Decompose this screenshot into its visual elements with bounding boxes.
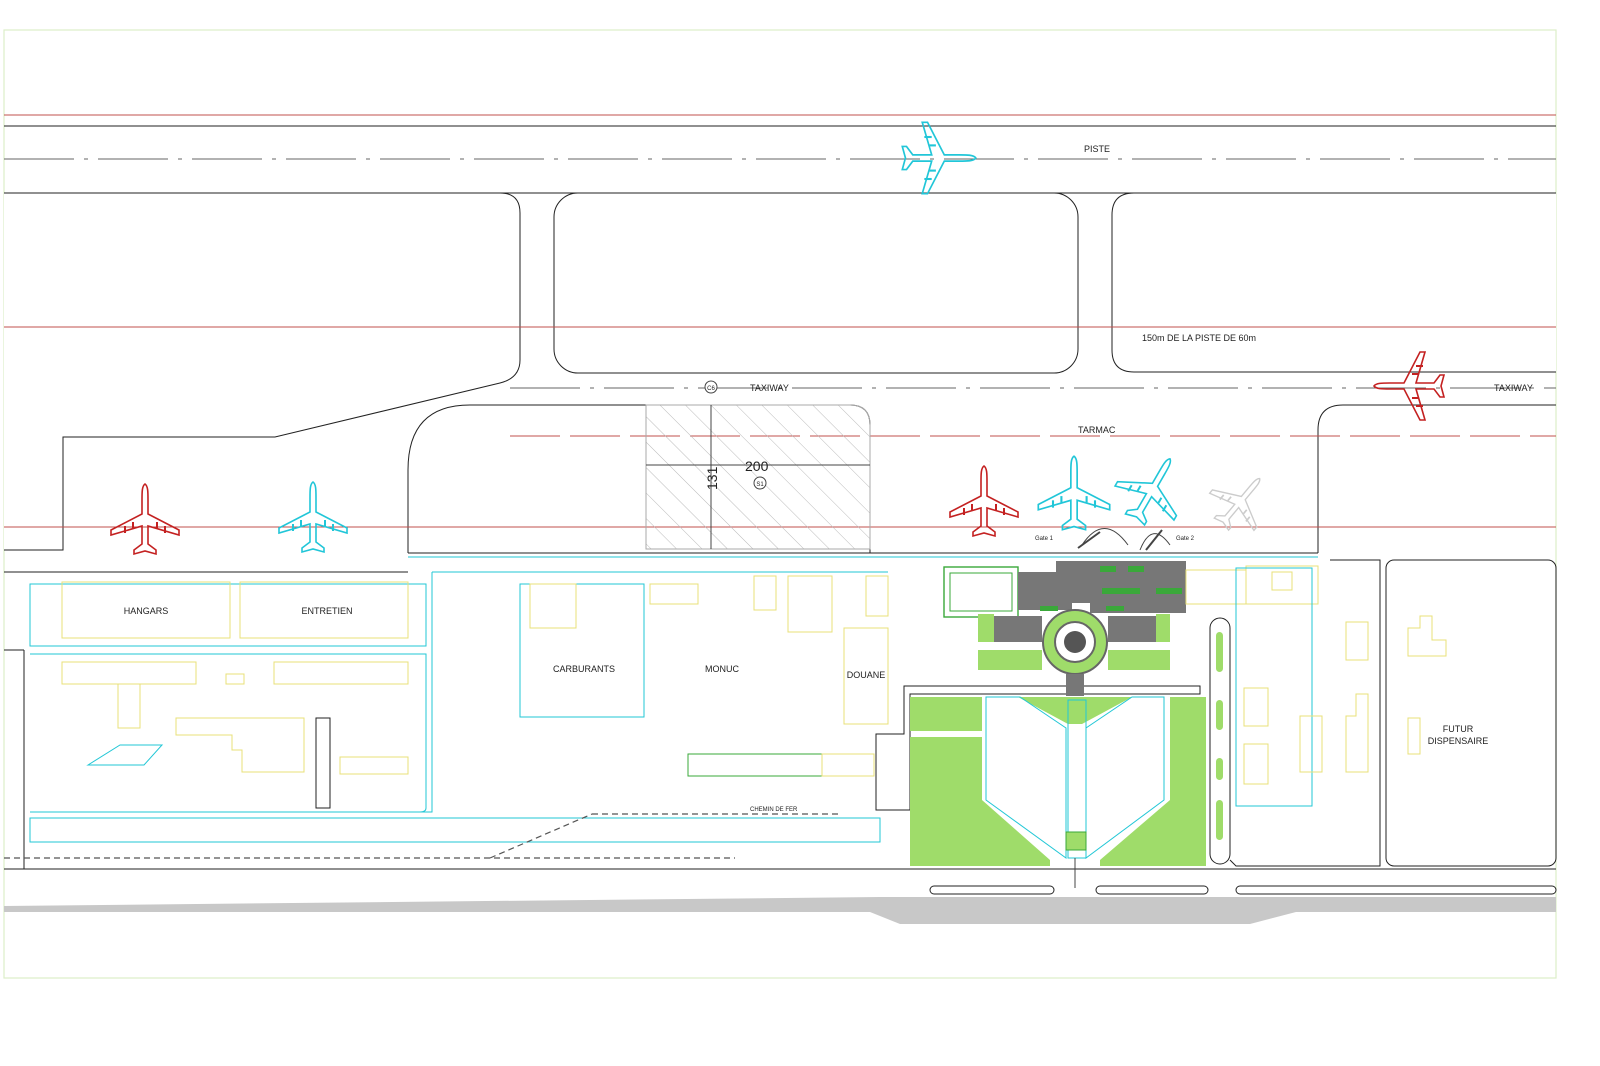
douane-building bbox=[843, 627, 889, 725]
aircraft-stand-ghost bbox=[1198, 459, 1283, 544]
forecourt-kiosk bbox=[1065, 831, 1087, 851]
runway-label: PISTE bbox=[1084, 144, 1110, 154]
aircraft-stand-red bbox=[949, 465, 1019, 537]
runway bbox=[4, 114, 1556, 194]
hangar-zone: HANGARS ENTRETIEN CHEMIN DE FER bbox=[4, 581, 881, 859]
dispensaire-label: DISPENSAIRE bbox=[1428, 736, 1489, 746]
aircraft-hangar-cyan bbox=[278, 481, 348, 553]
zone-marker-s1: S1 bbox=[756, 482, 764, 488]
dimension-131: 131 bbox=[704, 466, 720, 490]
carburants-building bbox=[519, 583, 645, 718]
aircraft-stand-cyan-2 bbox=[1104, 440, 1201, 538]
dimension-200: 200 bbox=[745, 458, 769, 474]
taxiway-marker-label: C6 bbox=[707, 386, 715, 392]
expansion-zone: 200 131 S1 bbox=[645, 404, 871, 550]
piste-offset-note: 150m DE LA PISTE DE 60m bbox=[1142, 333, 1256, 343]
aircraft-on-runway bbox=[901, 121, 977, 195]
aircraft-hangar-red bbox=[110, 483, 180, 555]
service-zone: CARBURANTS MONUC DOUANE bbox=[420, 571, 1201, 813]
futur-dispensaire-site bbox=[1385, 559, 1557, 867]
gate-2-label: Gate 2 bbox=[1176, 536, 1195, 542]
railway-label: CHEMIN DE FER bbox=[750, 807, 798, 813]
futur-label: FUTUR bbox=[1443, 724, 1474, 734]
monuc-label: MONUC bbox=[705, 664, 739, 674]
douane-label: DOUANE bbox=[847, 670, 886, 680]
hangars-label: HANGARS bbox=[124, 606, 169, 616]
carburants-label: CARBURANTS bbox=[553, 664, 615, 674]
entretien-label: ENTRETIEN bbox=[301, 606, 352, 616]
terminal-building: Gate 1 Gate 2 bbox=[943, 528, 1319, 696]
gate-1-label: Gate 1 bbox=[1035, 536, 1054, 542]
aircraft-stand-cyan-1 bbox=[1037, 455, 1111, 531]
taxiway-label: TAXIWAY bbox=[750, 383, 789, 393]
landside-outline bbox=[4, 571, 1556, 870]
entretien-building bbox=[239, 581, 409, 639]
taxiway-label-right: TAXIWAY bbox=[1494, 383, 1533, 393]
dispensary-zone: FUTUR DISPENSAIRE bbox=[1229, 559, 1557, 867]
hangars-building bbox=[61, 581, 231, 639]
terminal-forecourt bbox=[910, 617, 1231, 888]
main-road bbox=[4, 885, 1557, 924]
taxiway-marker-c6 bbox=[704, 380, 718, 394]
tarmac-label: TARMAC bbox=[1078, 425, 1116, 435]
